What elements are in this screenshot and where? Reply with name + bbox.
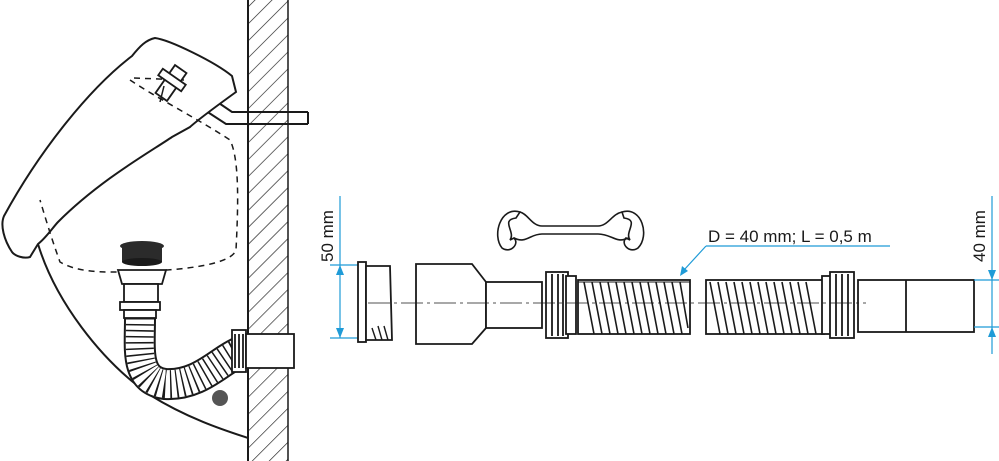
hose-spec-callout: D = 40 mm; L = 0,5 m: [680, 227, 890, 276]
hose-nut-left: [545, 271, 577, 339]
flush-valve: [154, 63, 188, 103]
hose-spec-label: D = 40 mm; L = 0,5 m: [708, 227, 872, 246]
dimension-50mm: 50 mm: [318, 196, 358, 339]
corrugated-hose-segment-2: [705, 279, 825, 335]
wall-section: [247, 0, 289, 461]
urinal-bowl: [1, 36, 249, 439]
label-40mm: 40 mm: [970, 210, 989, 262]
hose-nut-right: [821, 271, 855, 339]
corrugated-hose-segment-1: [577, 279, 691, 335]
reducer-coupling: [415, 263, 543, 345]
fixing-screw: [212, 390, 228, 406]
dimension-40mm: 40 mm: [970, 196, 999, 354]
rubber-seal: [357, 261, 393, 343]
wall-connector: [231, 329, 295, 373]
label-50mm: 50 mm: [318, 210, 337, 262]
outlet-cap: [120, 241, 164, 266]
siphon-flexible-hose: [123, 317, 247, 401]
outlet-pipe: [857, 279, 975, 333]
siphon-body: [116, 269, 168, 319]
hose-clip: [496, 210, 645, 251]
